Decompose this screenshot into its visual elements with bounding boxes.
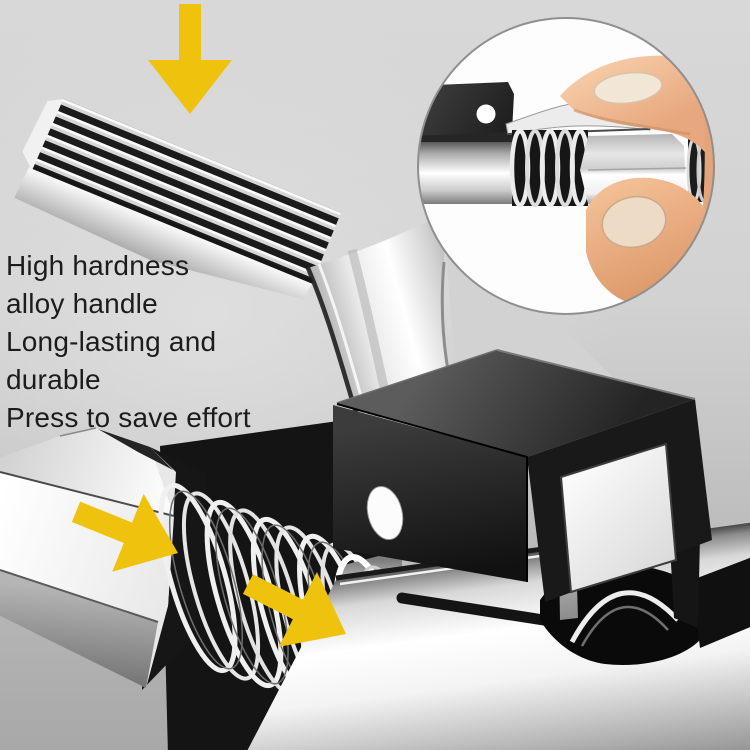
annotation-text: High hardness alloy handle Long-lasting … xyxy=(6,247,286,437)
handle-plate-side-face xyxy=(14,167,313,300)
handle-plate-edge-line xyxy=(30,165,314,284)
thumbnail xyxy=(601,195,667,249)
saddle-right-band xyxy=(692,557,750,648)
annotation-line-4: durable xyxy=(6,364,101,395)
hex-nut-mid-facet xyxy=(0,472,174,622)
serrated-handle-plate xyxy=(14,98,341,300)
inset-border xyxy=(417,17,715,315)
handle-plate-end-cap xyxy=(22,99,64,171)
saddle-dome-highlight xyxy=(569,590,680,644)
lock-block-top-face xyxy=(337,350,695,457)
handle-plate-serrations xyxy=(32,98,341,284)
lock-block-window xyxy=(559,442,678,594)
arrows xyxy=(71,4,346,647)
annotation-line-3: Long-lasting and xyxy=(6,326,217,357)
annotation-line-2: alloy handle xyxy=(6,288,158,319)
hex-nut-bottom-facet xyxy=(0,570,158,688)
tube-slot xyxy=(396,592,556,627)
frame-foot xyxy=(670,536,700,628)
arrow-right-down-icon xyxy=(242,572,346,647)
annotation-line-1: High hardness xyxy=(6,250,190,281)
lock-block-hole xyxy=(366,485,404,541)
zoom-inset xyxy=(417,17,715,315)
annotation-line-5: Press to save effort xyxy=(6,402,251,433)
arrow-down-icon xyxy=(148,4,232,114)
hex-nut xyxy=(0,427,176,688)
hex-nut-top-facet xyxy=(0,428,174,516)
inset-barrel xyxy=(418,142,515,204)
inset-bracket-hole xyxy=(476,104,496,124)
inset-bracket xyxy=(418,82,514,136)
hex-nut-corner-chamfer xyxy=(98,429,173,470)
index-fingernail xyxy=(593,71,663,105)
lock-block xyxy=(333,349,712,602)
arrow-right-icon xyxy=(71,493,178,572)
